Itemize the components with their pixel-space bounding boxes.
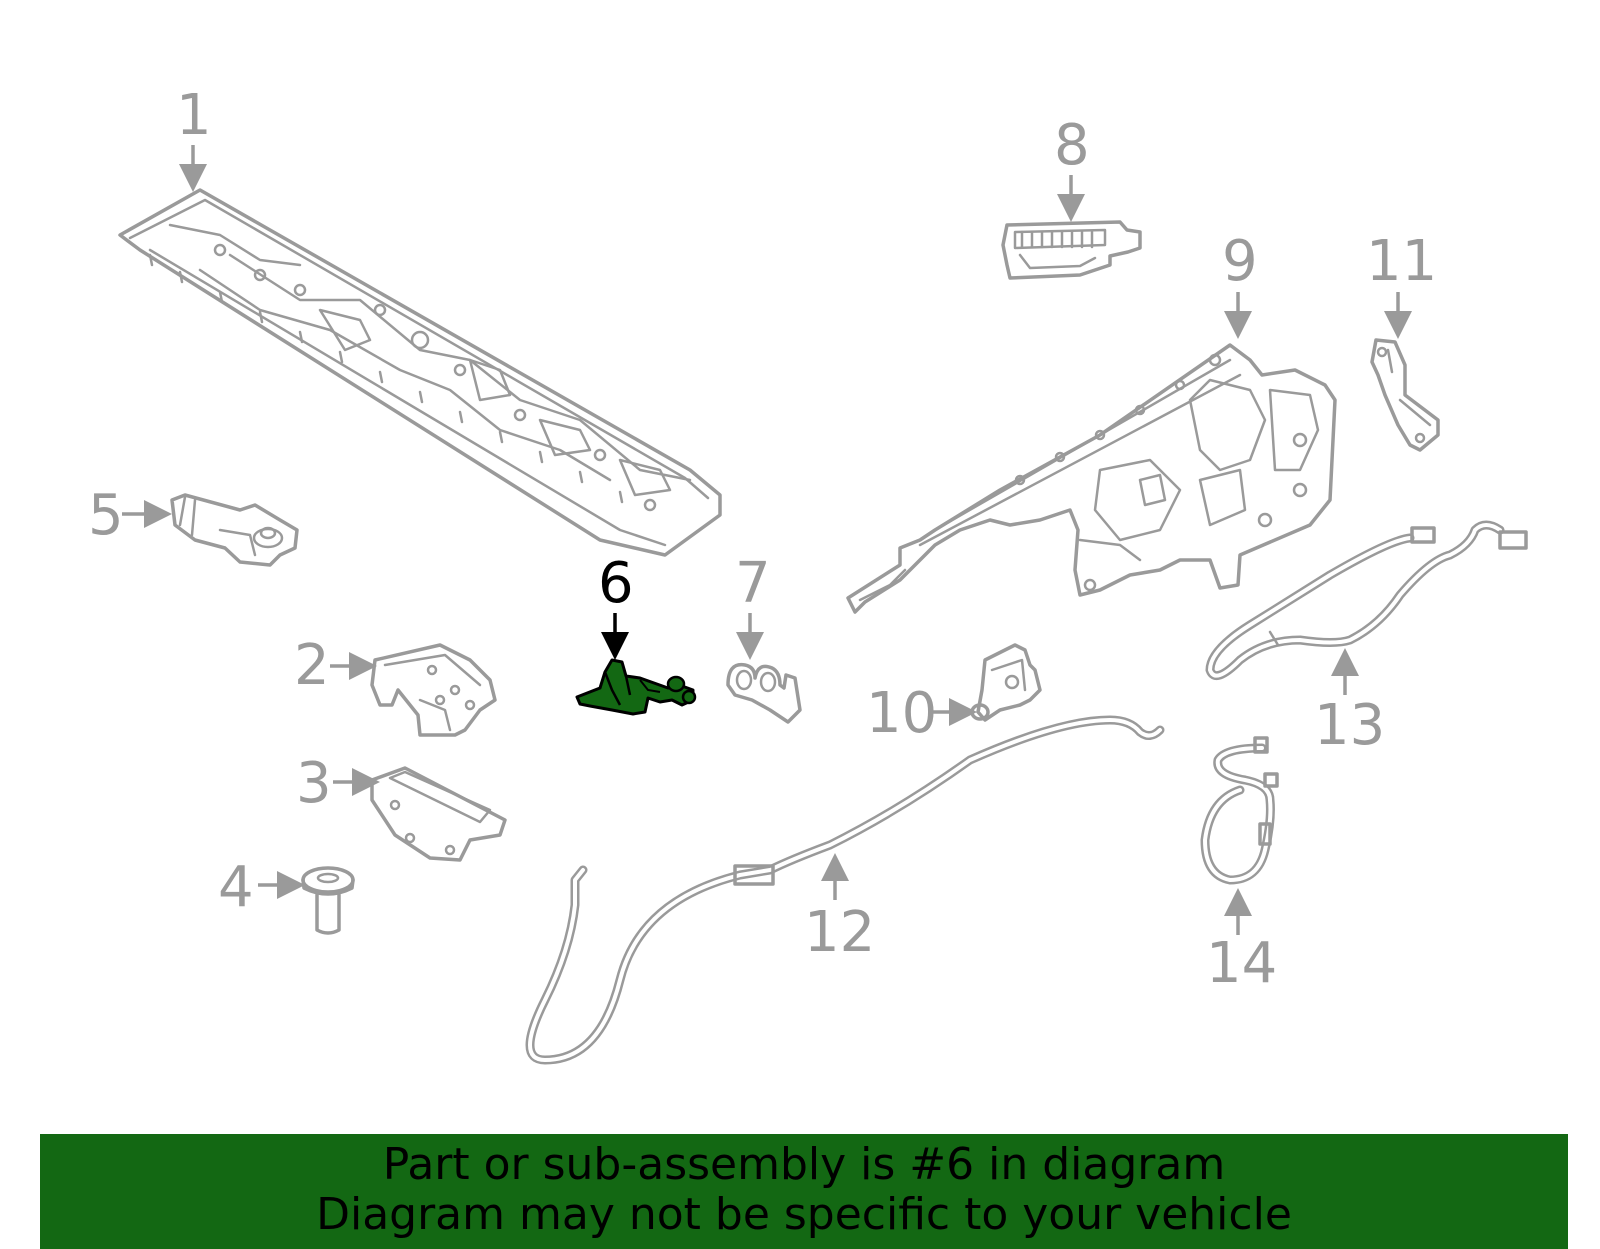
part-13-harness[interactable] xyxy=(1205,520,1528,681)
callout-10: 10 xyxy=(866,681,938,746)
callout-7: 7 xyxy=(735,551,771,616)
callout-6: 6 xyxy=(598,551,634,616)
part-6-highlighted[interactable] xyxy=(575,658,697,716)
callout-13: 13 xyxy=(1314,693,1386,758)
callout-3: 3 xyxy=(296,751,332,816)
part-7-clip[interactable] xyxy=(726,662,802,724)
banner-line-2: Diagram may not be specific to your vehi… xyxy=(316,1189,1292,1240)
callout-8: 8 xyxy=(1054,113,1090,178)
part-3-plate[interactable] xyxy=(370,766,507,862)
part-8-module[interactable] xyxy=(1001,220,1142,280)
part-10-latch[interactable] xyxy=(970,643,1042,722)
part-4-bolt[interactable] xyxy=(301,866,355,935)
callout-14: 14 xyxy=(1206,931,1278,996)
callout-11: 11 xyxy=(1366,229,1438,294)
part-5-actuator[interactable] xyxy=(170,493,299,567)
callout-5: 5 xyxy=(88,483,124,548)
part-11-bracket[interactable] xyxy=(1370,338,1440,452)
callout-2: 2 xyxy=(294,633,330,698)
part-2-bracket[interactable] xyxy=(370,643,497,737)
callout-9: 9 xyxy=(1222,229,1258,294)
part-9-frame[interactable] xyxy=(846,343,1337,614)
banner-line-1: Part or sub-assembly is #6 in diagram xyxy=(382,1139,1226,1190)
callout-12: 12 xyxy=(804,900,876,965)
part-1-panel[interactable] xyxy=(118,188,722,557)
info-banner: Part or sub-assembly is #6 in diagram Di… xyxy=(40,1134,1568,1249)
callout-4: 4 xyxy=(218,855,254,920)
part-12-cable[interactable] xyxy=(525,715,1165,1065)
part-14-sensor-wire[interactable] xyxy=(1200,736,1279,885)
callout-1: 1 xyxy=(176,83,212,148)
